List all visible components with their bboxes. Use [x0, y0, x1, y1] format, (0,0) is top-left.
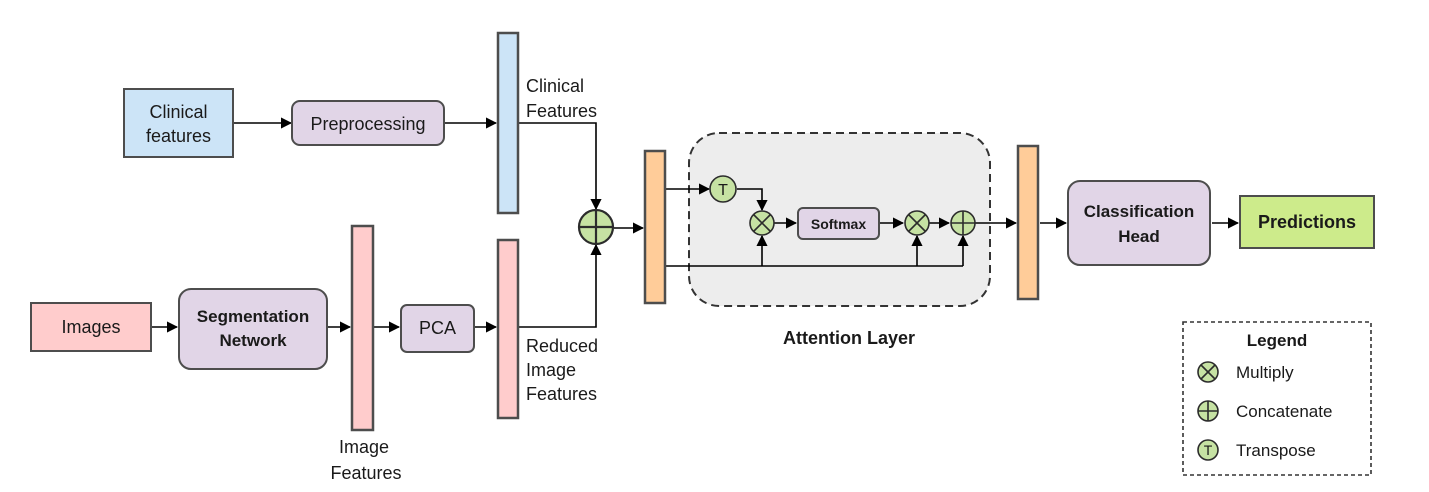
clinical-features-bar [496, 31, 520, 215]
attention-layer-label: Attention Layer [783, 328, 915, 348]
image-features-label-line1: Image [339, 437, 389, 457]
preprocessing-box [291, 100, 445, 146]
multiply-icon [1197, 361, 1219, 383]
softmax-label: Softmax [811, 216, 866, 232]
predictions-box [1239, 195, 1375, 249]
svg-text:T: T [1204, 442, 1213, 458]
softmax-box [797, 207, 880, 240]
legend-item-transpose-label: Transpose [1236, 441, 1316, 460]
transpose-icon: T [709, 175, 737, 203]
segmentation-network-box [178, 288, 328, 370]
images-label: Images [61, 317, 120, 337]
classification-head-line2: Head [1118, 227, 1160, 246]
pca-box [400, 304, 475, 353]
legend-item-multiply-label: Multiply [1236, 363, 1294, 382]
reduced-features-label-line2: Image [526, 360, 576, 380]
edge-clinical-bar-to-concat [519, 122, 602, 211]
edge-reduced-bar-to-concat [519, 243, 602, 328]
segmentation-network-line1: Segmentation [197, 307, 309, 326]
fused-features-bar [643, 149, 667, 305]
clinical-features-input-line2: features [146, 126, 211, 146]
classification-head-box [1067, 180, 1211, 266]
clinical-features-label-line2: Features [526, 101, 597, 121]
pca-label: PCA [419, 318, 456, 338]
legend-item-concatenate-label: Concatenate [1236, 402, 1332, 421]
concatenate-icon [577, 208, 615, 246]
images-input-box [30, 302, 152, 352]
clinical-features-input-line1: Clinical [149, 102, 207, 122]
preprocessing-label: Preprocessing [310, 114, 425, 134]
clinical-features-label-line1: Clinical [526, 76, 584, 96]
transpose-icon: T [1197, 439, 1219, 461]
concatenate-icon [1197, 400, 1219, 422]
edge-transpose-to-multiply [737, 188, 768, 212]
reduced-image-features-bar [496, 238, 520, 420]
clinical-features-input-box [123, 88, 234, 158]
classification-head-line1: Classification [1084, 202, 1195, 221]
multiply-icon [749, 210, 775, 236]
reduced-features-label-line1: Reduced [526, 336, 598, 356]
image-features-label-line2: Features [330, 463, 401, 483]
multiply-icon [904, 210, 930, 236]
image-features-bar [350, 224, 375, 432]
reduced-features-label-line3: Features [526, 384, 597, 404]
attention-output-bar [1016, 144, 1040, 301]
legend: Legend Multiply Concatenate T Transpose [1182, 321, 1372, 476]
predictions-label: Predictions [1258, 212, 1356, 232]
legend-title: Legend [1247, 331, 1307, 350]
concatenate-icon [950, 210, 976, 236]
svg-text:T: T [718, 182, 728, 199]
segmentation-network-line2: Network [219, 331, 287, 350]
